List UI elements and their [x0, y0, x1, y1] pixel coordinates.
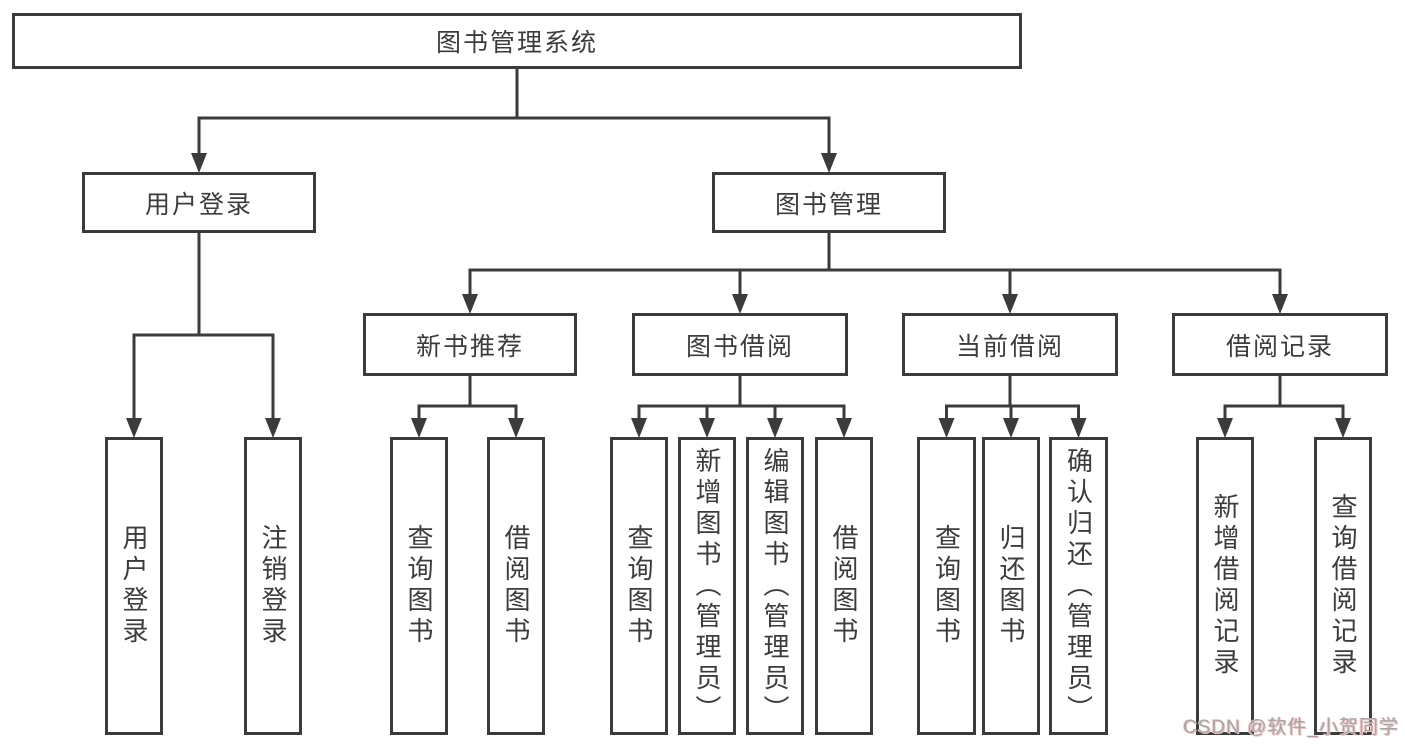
node-leaf-edit-books-label: 编辑图书（管理员） [760, 446, 790, 726]
node-leaf-add-borrow-record: 新增借阅记录 [1196, 437, 1254, 735]
node-new-book-rec-label: 新书推荐 [415, 332, 524, 361]
node-leaf-borrow-books-2: 借阅图书 [815, 437, 873, 735]
node-leaf-confirm-return: 确认归还（管理员） [1049, 437, 1108, 735]
arrowhead-icon [821, 153, 837, 173]
node-book-borrow-label: 图书借阅 [685, 332, 794, 361]
node-leaf-query-books-3-label: 查询图书 [931, 524, 962, 648]
arrowhead-icon [411, 418, 427, 438]
node-new-book-rec: 新书推荐 [363, 313, 577, 376]
node-current-borrow-label: 当前借阅 [955, 332, 1064, 361]
node-leaf-query-books-1-label: 查询图书 [404, 524, 434, 648]
arrowhead-icon [1335, 418, 1351, 438]
node-leaf-add-books: 新增图书（管理员） [678, 437, 736, 735]
arrowhead-icon [1272, 294, 1288, 314]
arrowhead-icon [508, 418, 524, 438]
node-leaf-edit-books: 编辑图书（管理员） [746, 437, 804, 735]
node-book-borrow: 图书借阅 [632, 313, 848, 376]
node-leaf-borrow-books-1-label: 借阅图书 [501, 524, 531, 648]
csdn-watermark: CSDN @软件_小贺同学 [1183, 717, 1399, 738]
node-leaf-user-login: 用户登录 [105, 437, 163, 735]
node-user-login: 用户登录 [82, 172, 316, 233]
node-leaf-logout-label: 注销登录 [258, 524, 288, 648]
arrowhead-icon [1070, 418, 1087, 438]
node-leaf-query-borrow-record-label: 查询借阅记录 [1328, 493, 1358, 679]
arrowhead-icon [1002, 294, 1018, 314]
node-leaf-return-books: 归还图书 [982, 437, 1040, 735]
arrowhead-icon [1003, 418, 1019, 438]
arrowhead-icon [699, 418, 715, 438]
node-leaf-query-books-3: 查询图书 [917, 437, 976, 735]
node-root: 图书管理系统 [12, 13, 1022, 69]
node-leaf-query-books-2-label: 查询图书 [624, 524, 654, 648]
node-leaf-borrow-books-1: 借阅图书 [487, 437, 545, 735]
node-leaf-query-borrow-record: 查询借阅记录 [1314, 437, 1372, 735]
node-leaf-return-books-label: 归还图书 [996, 524, 1026, 648]
node-leaf-borrow-books-2-label: 借阅图书 [829, 524, 859, 648]
arrowhead-icon [126, 418, 142, 438]
arrowhead-icon [631, 418, 647, 438]
arrowhead-icon [938, 418, 955, 438]
arrowhead-icon [767, 418, 783, 438]
node-leaf-user-login-label: 用户登录 [119, 524, 149, 648]
node-leaf-add-books-label: 新增图书（管理员） [692, 446, 722, 726]
node-current-borrow: 当前借阅 [902, 313, 1118, 376]
node-book-mgmt: 图书管理 [712, 172, 946, 233]
node-leaf-confirm-return-label: 确认归还（管理员） [1063, 446, 1094, 726]
node-root-label: 图书管理系统 [435, 29, 598, 57]
node-borrow-records: 借阅记录 [1172, 313, 1388, 376]
node-leaf-query-books-1: 查询图书 [390, 437, 448, 735]
node-borrow-records-label: 借阅记录 [1225, 332, 1334, 361]
arrowhead-icon [265, 418, 281, 438]
arrowhead-icon [1217, 418, 1233, 438]
node-leaf-add-borrow-record-label: 新增借阅记录 [1210, 493, 1240, 679]
arrowhead-icon [836, 418, 852, 438]
arrowhead-icon [191, 153, 207, 173]
node-leaf-query-books-2: 查询图书 [610, 437, 668, 735]
node-leaf-logout: 注销登录 [244, 437, 302, 735]
arrowhead-icon [462, 294, 478, 314]
arrowhead-icon [732, 294, 748, 314]
node-user-login-label: 用户登录 [144, 190, 253, 219]
node-book-mgmt-label: 图书管理 [774, 190, 883, 219]
